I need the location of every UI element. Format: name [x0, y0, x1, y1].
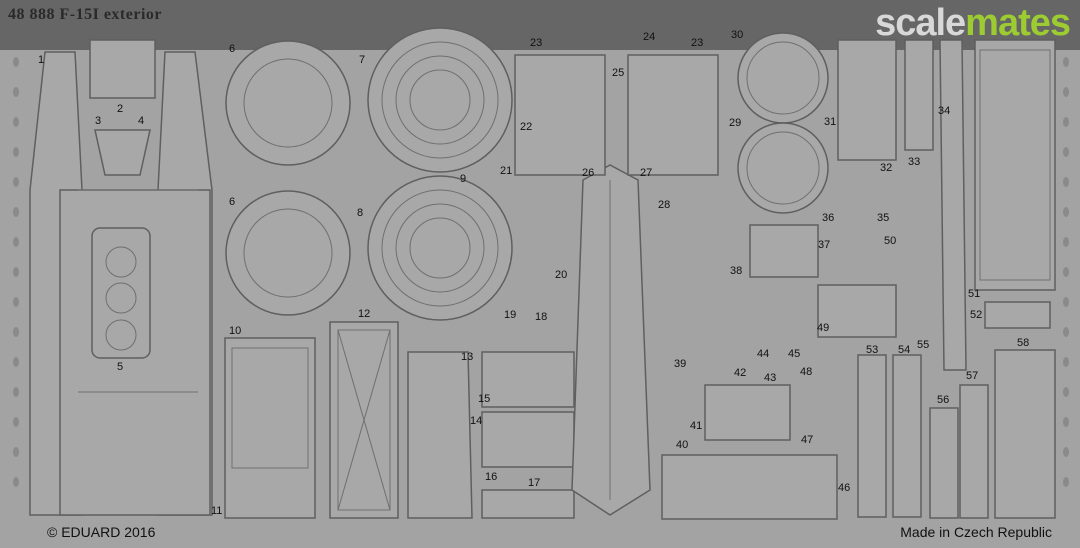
part-52-shape	[984, 301, 1051, 329]
part-number: 41	[690, 420, 703, 432]
part-30-top	[737, 32, 829, 124]
part-number: 40	[676, 439, 689, 451]
part-9-bottom	[367, 175, 513, 321]
part-37-shape	[749, 224, 819, 278]
part-number: 31	[824, 116, 837, 128]
part-6-bottom	[225, 190, 351, 316]
part-number: 19	[504, 309, 517, 321]
part-6-top	[225, 40, 351, 166]
part-number: 22	[520, 121, 533, 133]
part-3-shape	[94, 129, 151, 176]
part-number: 36	[822, 212, 835, 224]
part-number: 18	[535, 311, 548, 323]
part-number: 35	[877, 212, 890, 224]
watermark-logo: scalemates	[875, 2, 1071, 45]
part-number: 7	[359, 54, 366, 66]
part-number: 37	[818, 239, 831, 251]
part-26-shape	[571, 164, 651, 516]
part-number: 46	[838, 482, 851, 494]
part-number: 51	[968, 288, 981, 300]
part-49-shape	[817, 284, 897, 338]
part-number: 23	[691, 37, 704, 49]
part-number: 56	[937, 394, 950, 406]
part-number: 11	[211, 505, 223, 517]
part-number: 39	[674, 358, 687, 370]
part-number: 32	[880, 162, 893, 174]
part-number: 58	[1017, 337, 1030, 349]
part-57-shape	[959, 384, 989, 519]
part-number: 45	[788, 348, 801, 360]
part-number: 54	[898, 344, 911, 356]
part-46-shape	[661, 454, 838, 520]
part-43-shape	[704, 384, 791, 441]
part-number: 6	[229, 43, 236, 55]
copyright-text: © EDUARD 2016	[47, 524, 156, 540]
part-2-shape	[89, 39, 156, 99]
part-number: 15	[478, 393, 491, 405]
part-number: 50	[884, 235, 897, 247]
part-number: 12	[358, 308, 371, 320]
origin-text: Made in Czech Republic	[900, 524, 1052, 540]
part-number: 26	[582, 167, 595, 179]
part-number: 16	[485, 471, 498, 483]
header-band	[0, 0, 1080, 50]
part-54-shape	[892, 354, 922, 518]
part-56-shape	[929, 407, 959, 519]
part-23-left	[514, 54, 606, 176]
part-number: 48	[800, 366, 813, 378]
part-23-right	[627, 54, 719, 176]
part-number: 53	[866, 344, 879, 356]
part-number: 52	[970, 309, 983, 321]
part-number: 34	[938, 105, 951, 117]
part-number: 28	[658, 199, 671, 211]
part-13-shape	[407, 351, 473, 519]
part-58-shape	[994, 349, 1056, 519]
part-34-shape	[939, 39, 967, 371]
part-30-bottom	[737, 122, 829, 214]
part-number: 43	[764, 372, 777, 384]
part-number: 30	[731, 29, 744, 41]
part-number: 8	[357, 207, 364, 219]
fret-title: 48 888 F-15I exterior	[8, 6, 163, 23]
part-10-shape	[224, 337, 316, 519]
part-31-shape	[837, 39, 897, 161]
part-number: 29	[729, 117, 742, 129]
part-number: 23	[530, 37, 543, 49]
part-number: 57	[966, 370, 979, 382]
part-number: 55	[917, 339, 930, 351]
part-number: 9	[460, 173, 467, 185]
part-number: 14	[470, 415, 483, 427]
part-number: 5	[117, 361, 124, 373]
part-number: 20	[555, 269, 568, 281]
part-number: 13	[461, 351, 474, 363]
part-number: 3	[95, 115, 102, 127]
part-number: 6	[229, 196, 236, 208]
part-14-shape	[481, 411, 575, 468]
part-number: 38	[730, 265, 743, 277]
part-number: 42	[734, 367, 747, 379]
part-number: 10	[229, 325, 242, 337]
part-number: 4	[138, 115, 145, 127]
part-51-shape	[974, 39, 1056, 291]
part-33-shape	[904, 39, 934, 151]
part-number: 24	[643, 31, 656, 43]
part-15-shape	[481, 351, 575, 408]
part-number: 27	[640, 167, 653, 179]
part-9-top	[367, 27, 513, 173]
part-number: 2	[117, 103, 124, 115]
part-number: 21	[500, 165, 513, 177]
part-number: 47	[801, 434, 814, 446]
part-number: 49	[817, 322, 830, 334]
watermark-part2: mates	[965, 2, 1071, 44]
part-number: 25	[612, 67, 625, 79]
part-17-shape	[481, 489, 575, 519]
part-number: 1	[38, 54, 45, 66]
part-53-shape	[857, 354, 887, 518]
watermark-part1: scale	[875, 2, 966, 44]
part-number: 44	[757, 348, 770, 360]
part-number: 33	[908, 156, 921, 168]
part-number: 17	[528, 477, 541, 489]
